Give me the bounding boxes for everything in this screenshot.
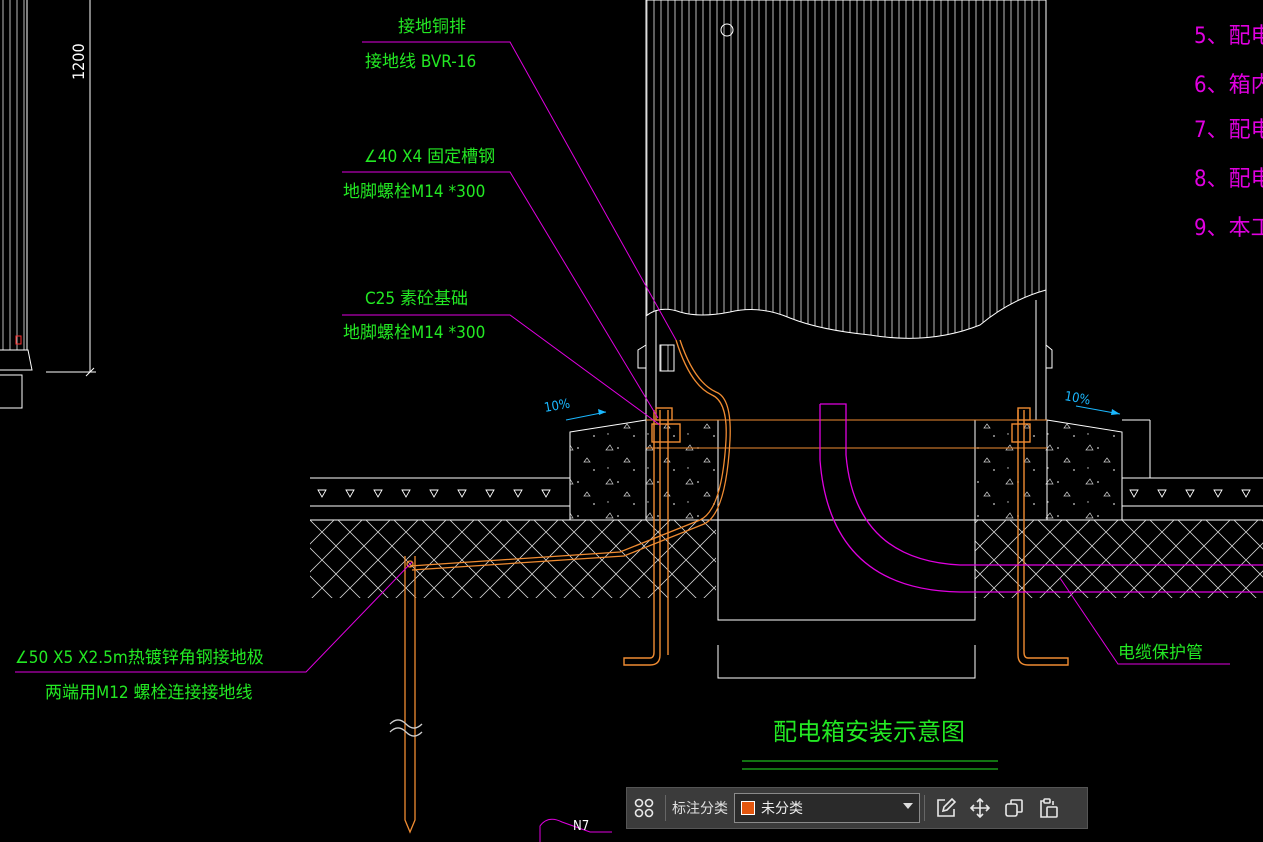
electrode-bolts-label: 两端用M12 螺栓连接接地线: [45, 683, 253, 703]
note-9: 9、本工: [1194, 216, 1263, 241]
copy-icon[interactable]: [997, 791, 1031, 825]
move-icon[interactable]: [963, 791, 997, 825]
annotations: 接地铜排 接地线 BVR-16 ∠40 X4 固定槽钢 地脚螺栓M14 *300…: [15, 17, 1203, 746]
toolbar-separator: [665, 795, 666, 821]
paste-icon[interactable]: [1031, 791, 1065, 825]
category-dropdown[interactable]: 未分类: [734, 793, 920, 823]
node-label: N7: [573, 819, 589, 834]
note-5: 5、配电: [1194, 24, 1263, 49]
drawing-title: 配电箱安装示意图: [773, 718, 965, 746]
leader-lines: [15, 41, 1230, 673]
cable-pipe-label: 电缆保护管: [1118, 643, 1203, 663]
left-cabinet-drawing: [0, 0, 33, 409]
dimension-text: 1200: [69, 43, 88, 80]
layout-icon[interactable]: [627, 791, 661, 825]
ground-wire-label: 接地线 BVR-16: [365, 52, 476, 72]
edit-icon[interactable]: [929, 791, 963, 825]
anchor-bolt-label-1: 地脚螺栓M14 *300: [343, 182, 485, 202]
angle-steel-label: ∠40 X4 固定槽钢: [364, 147, 495, 167]
note-8: 8、配电: [1194, 167, 1263, 192]
note-6: 6、箱内: [1194, 73, 1263, 98]
slope-marks: 10% 10%: [543, 389, 1121, 421]
ground-busbar-label: 接地铜排: [398, 17, 466, 37]
concrete-foundation: [569, 419, 1151, 679]
grounding-system: [389, 339, 731, 834]
distribution-box: [637, 0, 1053, 421]
category-color-swatch: [741, 801, 755, 815]
category-label: 标注分类: [672, 801, 728, 817]
dimension-1200: 1200: [46, 0, 96, 377]
notes-list: 5、配电 6、箱内 7、配电 8、配电 9、本工: [1194, 24, 1263, 241]
ground-electrode-label: ∠50 X5 X2.5m热镀锌角钢接地极: [15, 648, 264, 668]
category-value: 未分类: [761, 801, 803, 817]
slope-left-label: 10%: [543, 397, 571, 416]
chevron-down-icon: [903, 803, 913, 809]
annotation-toolbar: 标注分类 未分类: [626, 787, 1088, 829]
cable-protection-pipe: [819, 403, 1263, 593]
note-7: 7、配电: [1194, 118, 1263, 143]
toolbar-separator: [924, 795, 925, 821]
concrete-base-label: C25 素砼基础: [365, 289, 468, 309]
slope-right-label: 10%: [1063, 389, 1091, 408]
node-n7: N7: [539, 818, 612, 842]
anchor-bolt-label-2: 地脚螺栓M14 *300: [343, 323, 485, 343]
